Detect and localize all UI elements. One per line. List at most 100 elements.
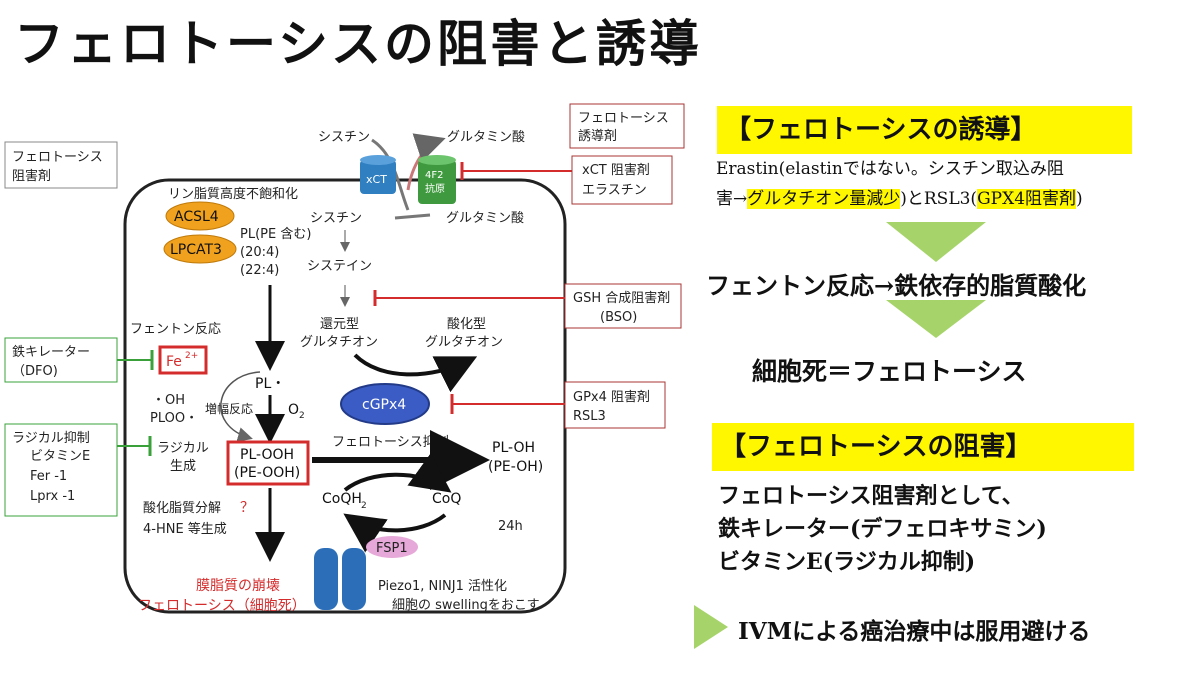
fe-label: Fe — [166, 354, 182, 370]
pl-ooh-1: PL-OOH — [240, 447, 294, 463]
4f2-label-2: 抗原 — [425, 182, 445, 195]
coq-oxidation-arrow — [343, 453, 452, 493]
piezo-channel-left — [314, 548, 338, 610]
membrane-collapse: 膜脂質の崩壊 — [196, 578, 280, 594]
fe-ion — [158, 345, 208, 375]
acsl4-enzyme — [165, 201, 235, 231]
iron-chelator-2: （DFO) — [12, 364, 58, 379]
gsh-oxidation-arrow — [353, 353, 478, 393]
radical-inhibit-3: Fer -1 — [30, 469, 67, 484]
xct-transporter — [360, 160, 396, 194]
radical-inhibit-1: ラジカル抑制 — [12, 431, 90, 446]
gsh-inhibitor-box — [564, 283, 682, 329]
radical-gen-1: ラジカル — [157, 441, 209, 456]
radical-inhibit-2: ビタミンE — [30, 449, 90, 464]
piezo-channel-right — [342, 548, 366, 610]
xct-inhibitor-box — [571, 155, 673, 205]
radical-inhibit-4: Lprx -1 — [30, 489, 75, 504]
glutamate-in-arrow — [394, 213, 431, 220]
gpx4-inhibitor-2: RSL3 — [573, 409, 606, 424]
pl-pe-1: PL(PE 含む) — [240, 226, 311, 242]
right-arrow-icon — [694, 605, 728, 649]
coq-label: CoQ — [432, 491, 461, 507]
cell-death-line: 細胞死＝フェロトーシス — [752, 357, 1027, 386]
induce-line-2: 害→グルタチオン量減少)とRSL3(GPX4阻害剤) — [716, 189, 1083, 209]
pl-radical: PL・ — [255, 376, 285, 392]
inducer-label-box — [569, 103, 685, 149]
amplify-arrow — [220, 371, 261, 442]
fenton-line: フェントン反応→鉄依存的脂質酸化 — [706, 271, 1087, 300]
hne-label: 4-HNE 等生成 — [143, 521, 227, 537]
pl-ooh-box — [226, 440, 310, 486]
inhibitor-label-1: フェロトーシス — [12, 150, 103, 165]
pufa-label: リン脂質高度不飽和化 — [168, 186, 298, 202]
glutamate-export-arrow — [406, 133, 446, 191]
pl-pe-2: (20:4) — [240, 245, 279, 260]
xct-label: xCT — [366, 173, 387, 186]
ivm-warning: IVMによる癌治療中は服用避ける — [738, 618, 1091, 645]
fsp1-label: FSP1 — [376, 541, 408, 556]
fenton-label: フェントン反応 — [130, 322, 221, 337]
pl-oh-1: PL-OH — [492, 440, 535, 456]
lpcat3-enzyme — [163, 234, 237, 264]
oxidized-gsh-2: グルタチオン — [425, 335, 503, 350]
h24-label: 24h — [498, 519, 523, 534]
down-arrow-1 — [886, 222, 986, 262]
gsh-inhibitor-2: (BSO) — [600, 310, 637, 325]
oh-radical: ・OH — [152, 393, 185, 408]
ploo-radical: PLOO・ — [150, 411, 198, 426]
inhibit-line-1: フェロトーシス阻害剤として、 — [718, 483, 1024, 509]
cystine-inside: シスチン — [310, 211, 362, 226]
gpx4-inhibitor-1: GPx4 阻害剤 — [573, 389, 650, 405]
glutamate-inside: グルタミン酸 — [446, 211, 524, 226]
4f2-label-1: 4F2 — [425, 170, 443, 181]
cgpx4-enzyme — [340, 383, 430, 425]
inducer-label-2: 誘導剤 — [578, 128, 617, 144]
4f2-antigen — [418, 160, 456, 204]
radical-gen-2: 生成 — [170, 459, 196, 474]
cysteine-label: システイン — [307, 259, 372, 274]
pl-ooh-2: (PE-OOH) — [234, 465, 300, 481]
o2-label: O — [288, 402, 299, 418]
reduced-gsh-1: 還元型 — [320, 317, 359, 332]
glutamate-outside: グルタミン酸 — [447, 130, 525, 145]
inhibit-description: フェロトーシス阻害剤として、 鉄キレーター(デフェロキサミン) ビタミンE(ラジ… — [718, 480, 1047, 579]
gpx4-inhibitor-box — [564, 381, 666, 429]
ferroptosis-diagram: フェロトーシス 阻害剤 フェロトーシス 誘導剤 シスチン グルタミン酸 xCT … — [4, 103, 685, 614]
lpcat3-label: LPCAT3 — [170, 242, 222, 258]
induce-description: Erastin(elastinではない。シスチン取込み阻 害→グルタチオン量減少… — [716, 154, 1196, 214]
ferroptosis-death: フェロトーシス（細胞死） — [138, 598, 306, 614]
o2-sub: 2 — [299, 411, 305, 421]
page-title: フェロトーシスの阻害と誘導 — [14, 15, 702, 73]
inhibit-heading: 【フェロトーシスの阻害】 — [712, 423, 1134, 471]
inducer-label-1: フェロトーシス — [578, 111, 669, 126]
xct-inhibitor-1: xCT 阻害剤 — [582, 162, 650, 178]
iron-chelator-box — [4, 337, 118, 383]
gsh-inhibitor-1: GSH 合成阻害剤 — [573, 290, 670, 306]
acsl4-label: ACSL4 — [174, 209, 219, 225]
down-arrow-2 — [886, 300, 986, 338]
swelling-label: 細胞の swellingをおこす — [392, 598, 540, 613]
question-mark: ？ — [240, 500, 254, 516]
coqh2-label: CoQH — [322, 491, 362, 507]
cgpx4-label: cGPx4 — [362, 397, 406, 413]
inhibitor-label-box — [4, 141, 118, 189]
iron-chelator-1: 鉄キレーター — [12, 345, 90, 360]
lipid-decomp-label: 酸化脂質分解 — [143, 501, 221, 516]
fsp1-protein — [366, 536, 418, 558]
xct-inhibitor-2: エラスチン — [582, 183, 647, 198]
pl-pe-3: (22:4) — [240, 263, 279, 278]
inhibitor-label-2: 阻害剤 — [12, 168, 51, 184]
coqh2-sub: 2 — [361, 501, 367, 511]
inhibit-line-2: 鉄キレーター(デフェロキサミン) — [718, 516, 1047, 542]
amplify-label: 増幅反応 — [205, 401, 253, 416]
radical-inhibitor-box — [4, 423, 118, 517]
ferro-suppress-label: フェロトーシス抑制 — [332, 435, 449, 450]
fe-sup: 2+ — [185, 351, 198, 361]
inhibit-line-3: ビタミンE(ラジカル抑制) — [718, 549, 976, 575]
oxidized-gsh-1: 酸化型 — [447, 317, 486, 332]
reduced-gsh-2: グルタチオン — [300, 335, 378, 350]
induce-heading: 【フェロトーシスの誘導】 — [717, 106, 1132, 154]
coq-reduction-arrow — [343, 513, 447, 553]
piezo-label: Piezo1, NINJ1 活性化 — [378, 579, 507, 594]
